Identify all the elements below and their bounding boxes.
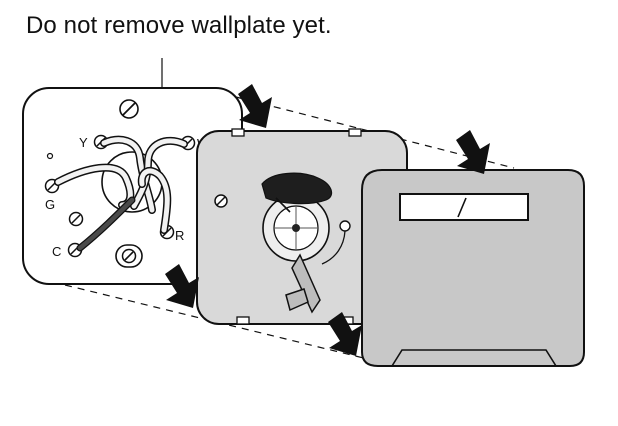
wallplate: Y W G C R — [22, 87, 243, 285]
direction-arrows — [165, 84, 490, 356]
cover-notch — [391, 349, 557, 367]
terminal-label-c: C — [52, 244, 61, 259]
bold-arrow-icon — [238, 84, 272, 128]
temperature-window — [399, 193, 529, 221]
screw-icon — [119, 99, 139, 119]
base-tab — [236, 316, 250, 325]
thermostat-base — [196, 128, 408, 325]
screw-icon — [214, 194, 228, 208]
instruction-caption: Do not remove wallplate yet. — [26, 12, 332, 39]
terminal-label-g: G — [45, 197, 55, 212]
thermostat-cover — [361, 169, 585, 367]
temperature-indicator — [457, 197, 467, 218]
screw-icon — [68, 211, 84, 227]
terminal-label-r: R — [175, 228, 184, 243]
base-tab — [231, 128, 245, 137]
wires — [54, 135, 188, 252]
bold-arrow-icon — [165, 264, 199, 308]
bold-arrow-icon — [456, 130, 490, 174]
bold-arrow-icon — [328, 312, 362, 356]
mercury-switch-icon — [261, 172, 351, 314]
terminal-label-y: Y — [79, 135, 88, 150]
base-tab — [348, 128, 362, 137]
mounting-dot — [46, 152, 54, 160]
screw-icon — [115, 244, 143, 268]
